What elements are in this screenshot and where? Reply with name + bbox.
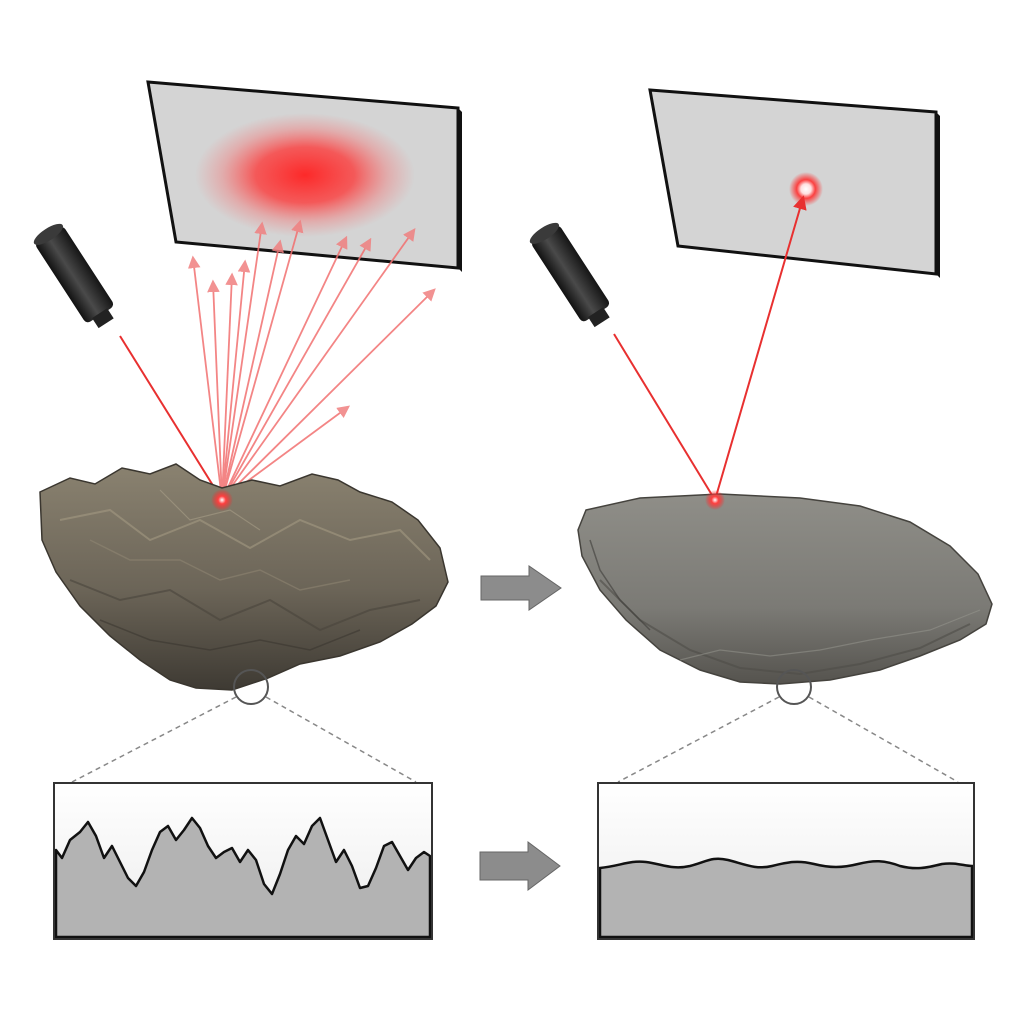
zoom-guide-left	[617, 696, 780, 783]
magnifier-circle-icon	[776, 669, 812, 705]
diffuse-rays	[187, 219, 436, 501]
specular-reflected-beam	[714, 195, 807, 501]
rough-rock	[39, 463, 449, 691]
right-arrow-icon	[479, 841, 561, 891]
smooth-rock	[577, 493, 993, 685]
rough-profile-box	[53, 782, 433, 940]
rough-profile-curve	[54, 816, 432, 939]
specular-sharp-spot	[789, 172, 823, 206]
smooth-screen	[648, 88, 940, 278]
zoom-guide-left	[71, 696, 237, 783]
zoom-guide-right	[265, 696, 417, 783]
smooth-panel	[529, 88, 993, 940]
incident-beam-smooth	[613, 333, 716, 501]
diffuse-blurred-spot	[195, 113, 415, 237]
rough-screen	[146, 80, 462, 272]
zoom-guide-right	[808, 696, 959, 783]
laser-emitter-icon	[33, 223, 114, 329]
rough-panel	[33, 80, 462, 940]
smooth-profile-box	[597, 782, 975, 940]
smooth-profile-curve	[598, 857, 974, 939]
laser-emitter-icon	[529, 222, 610, 328]
rough-hit-point	[211, 489, 233, 511]
right-arrow-icon	[480, 565, 562, 611]
incident-beam-rough	[119, 335, 223, 501]
smooth-hit-point	[705, 490, 725, 510]
magnifier-circle-icon	[233, 669, 269, 705]
